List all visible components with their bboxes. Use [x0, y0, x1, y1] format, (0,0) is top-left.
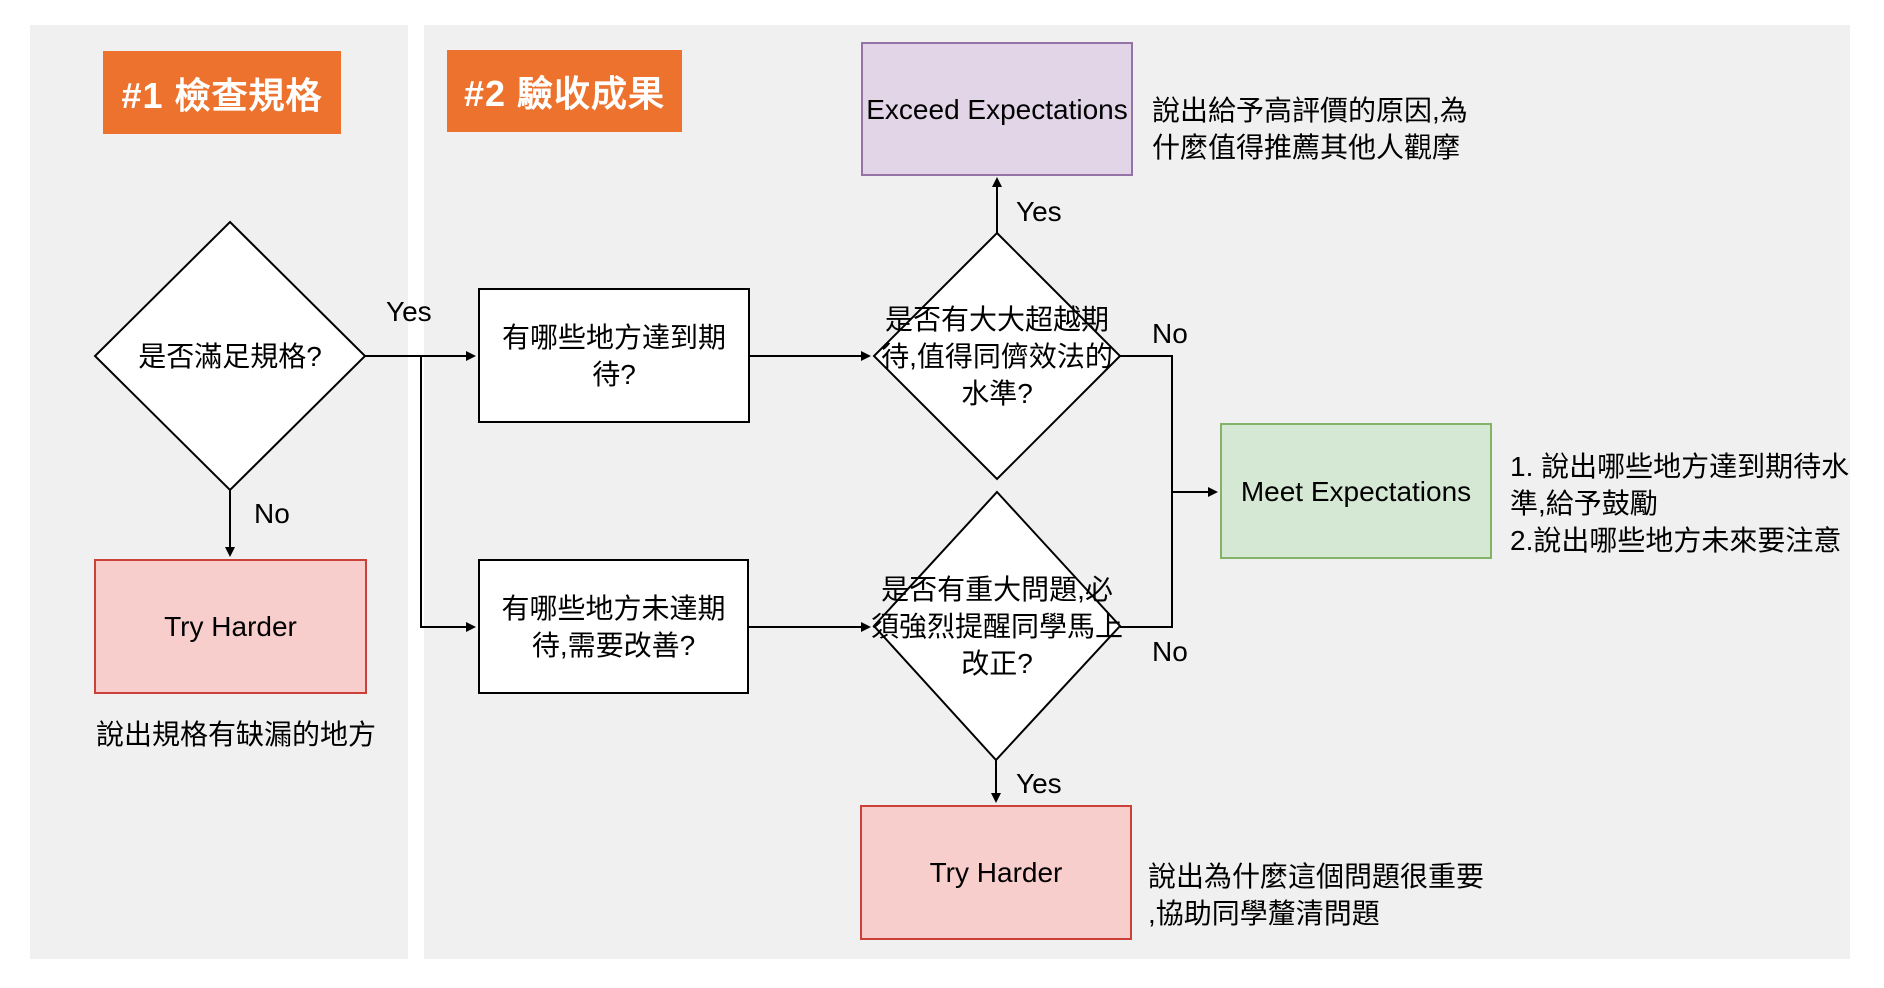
- exceed-expectations-box: Exceed Expectations: [861, 42, 1133, 176]
- process-unmet-expectations-box: 有哪些地方未達期 待,需要改善?: [478, 559, 749, 694]
- edge-label-no-spec: No: [254, 498, 290, 529]
- edge-label-no-major: No: [1152, 636, 1188, 667]
- process-reached-expectations-box: 有哪些地方達到期 待?: [478, 288, 750, 423]
- decision-exceed-label: 是否有大大超越期 待,值得同儕效法的 水準?: [881, 303, 1113, 409]
- lane-2-header: #2 驗收成果: [447, 50, 682, 132]
- note-try-harder-1: 說出規格有缺漏的地方: [96, 719, 377, 750]
- decision-major-issue-label: 是否有重大問題,必 須強烈提醒同學馬上 改正?: [871, 573, 1124, 679]
- decision-major-issue-diamond: [872, 490, 1122, 762]
- decision-spec-diamond: [93, 220, 367, 492]
- try-harder-box-1: Try Harder: [94, 559, 367, 694]
- decision-spec-label: 是否滿足規格?: [138, 340, 322, 372]
- note-meet-expectations: 1. 說出哪些地方達到期待水 準,給予鼓勵 2.說出哪些地方未來要注意: [1510, 451, 1850, 556]
- lane-accept-results: [424, 25, 1850, 959]
- lane-1-title: #1 檢查規格: [121, 74, 323, 116]
- decision-exceed-diamond: [872, 231, 1122, 481]
- try-harder-box-2: Try Harder: [860, 805, 1132, 940]
- meet-expectations-box: Meet Expectations: [1220, 423, 1492, 559]
- note-exceed-expectations: 說出給予高評價的原因,為 什麼值得推薦其他人觀摩: [1152, 95, 1468, 163]
- lane-check-spec: [30, 25, 408, 959]
- edge-label-no-exceed: No: [1152, 318, 1188, 349]
- edge-label-yes-major: Yes: [1016, 768, 1062, 799]
- lane-2-title: #2 驗收成果: [463, 73, 666, 114]
- edge-major-no-to-meet-expectations: [1120, 492, 1173, 628]
- note-try-harder-2: 說出為什麼這個問題很重要 ,協助同學釐清問題: [1148, 861, 1485, 929]
- edge-label-yes-spec: Yes: [386, 296, 432, 327]
- edge-exceed-no-to-meet-expectations: [1120, 355, 1218, 497]
- edge-spec-yes-to-unmet: [420, 356, 476, 632]
- edge-label-yes-exceed: Yes: [1016, 196, 1062, 227]
- lane-1-header: #1 檢查規格: [103, 51, 341, 134]
